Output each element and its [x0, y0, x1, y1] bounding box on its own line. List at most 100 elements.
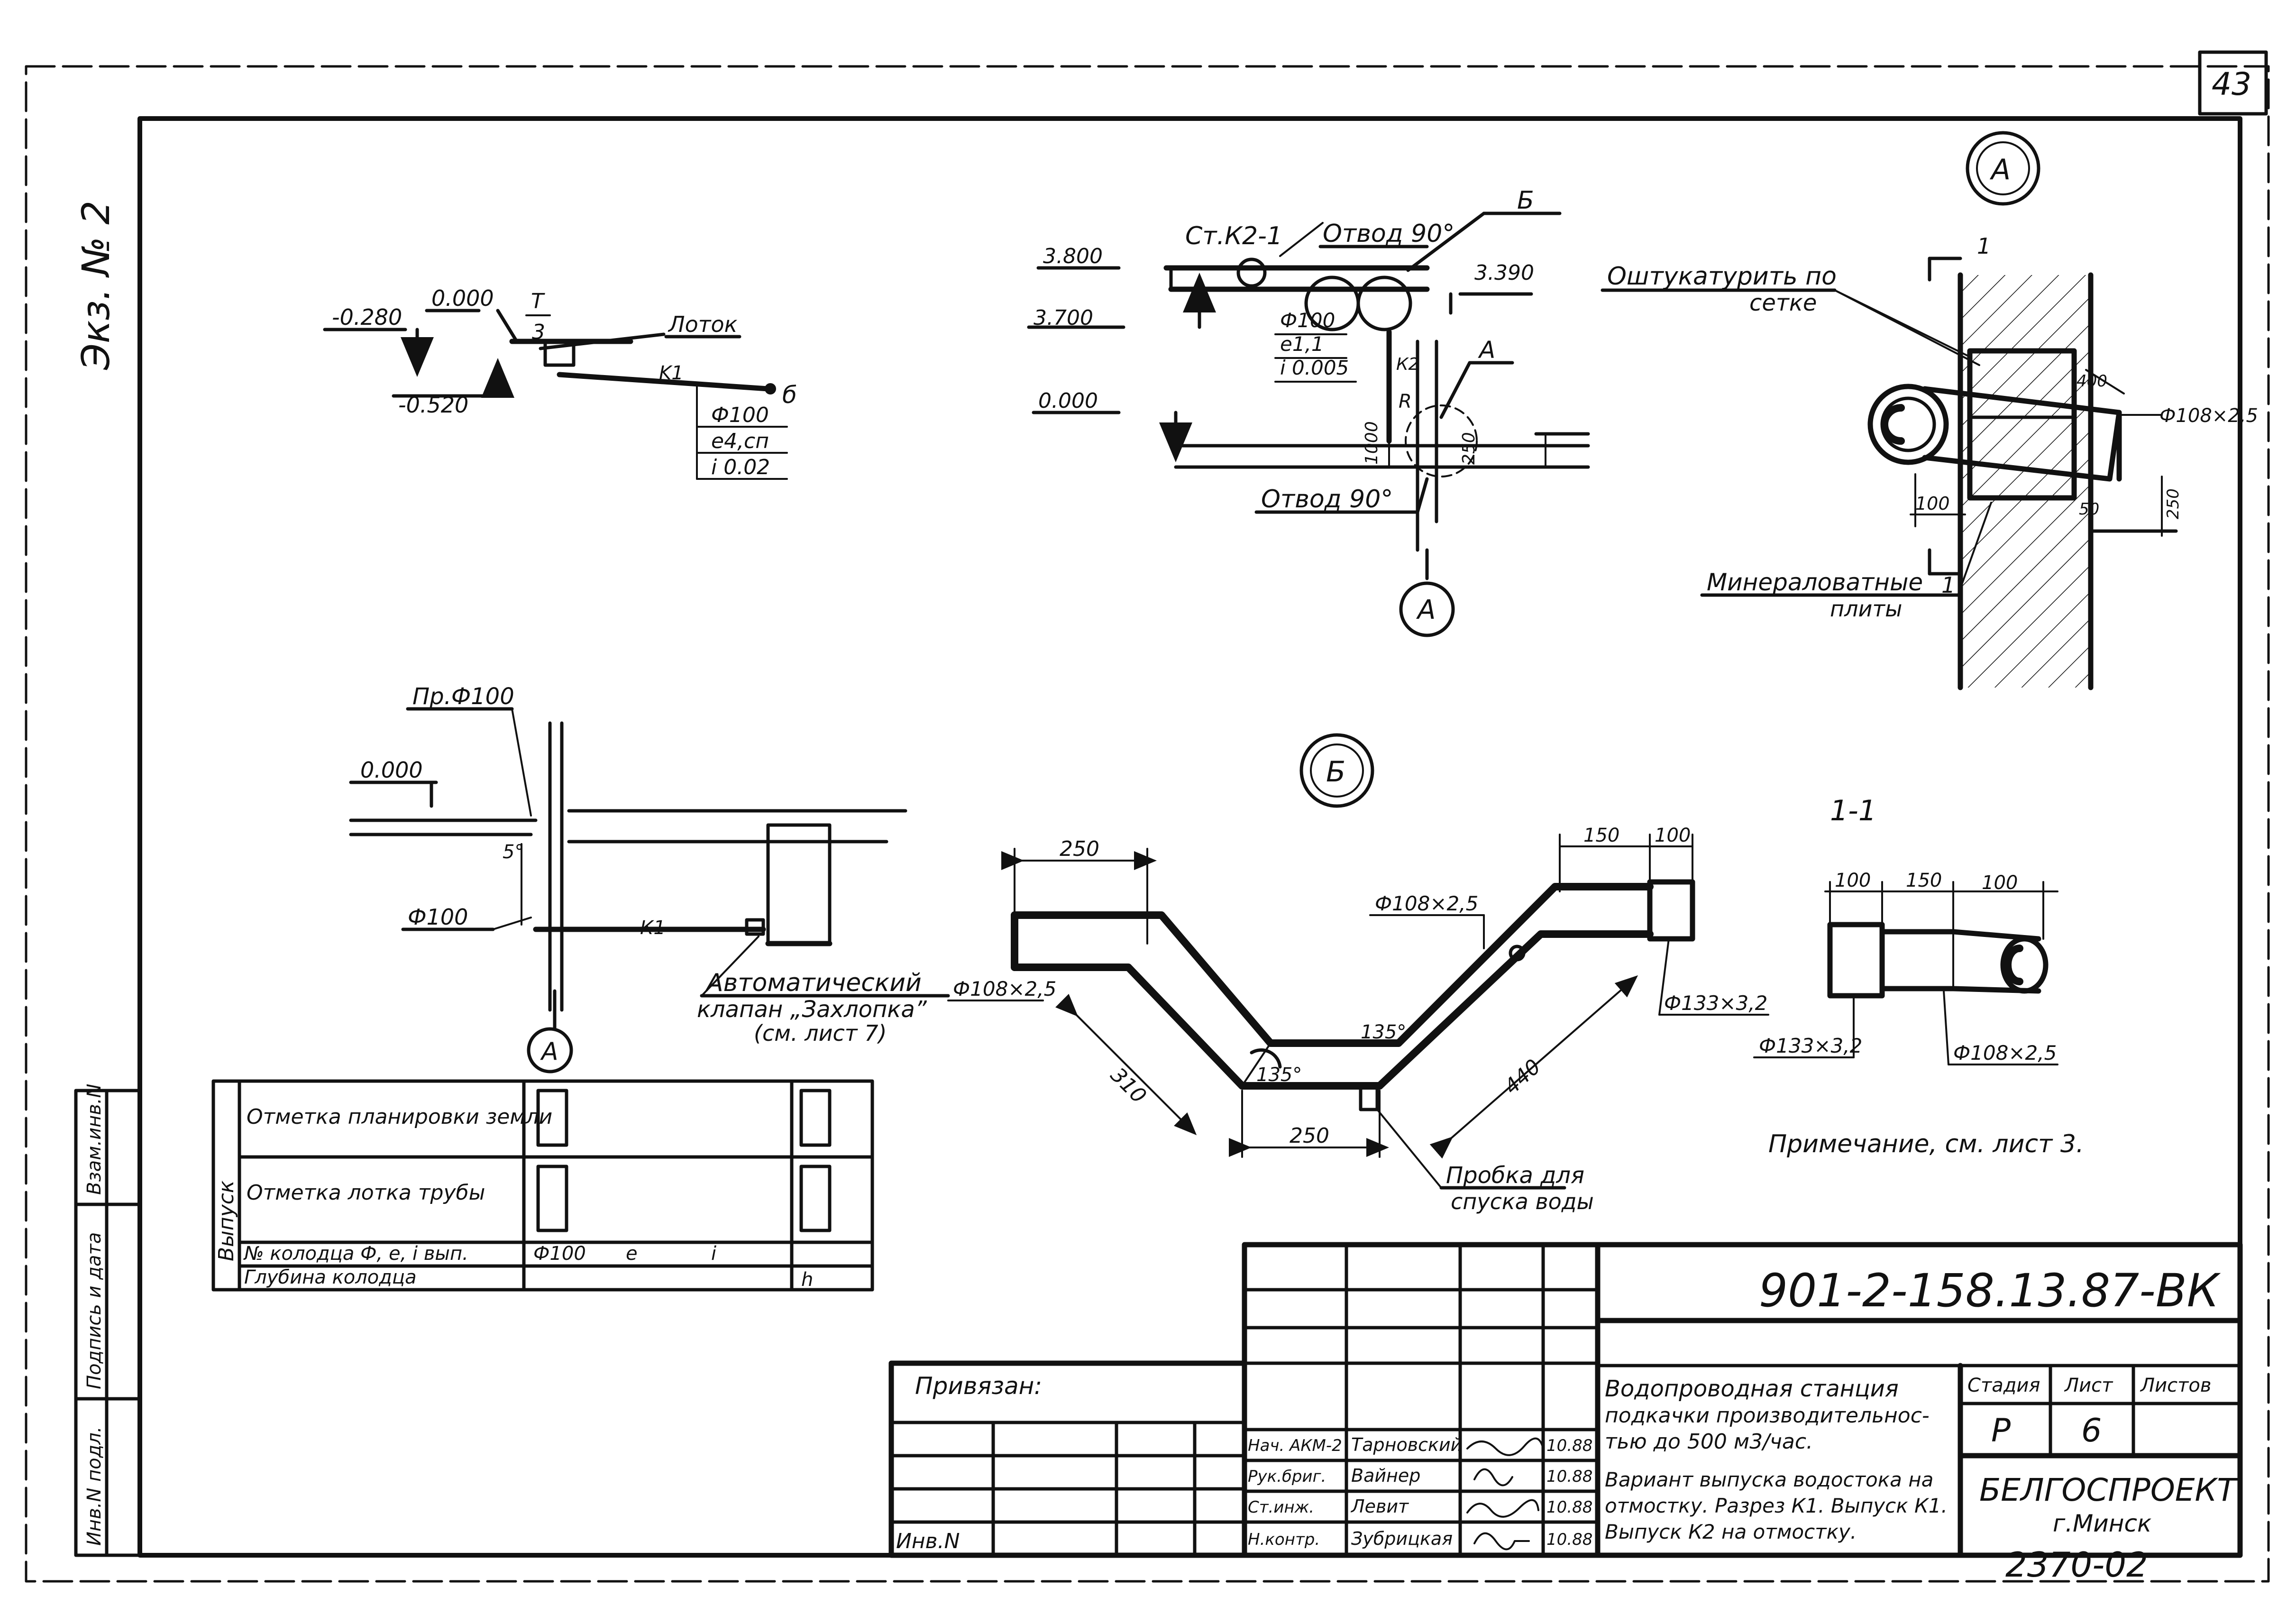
side-stamp: Взам.инв.N Подпись и дата Инв.N подл. [74, 1084, 142, 1557]
signer-role-3: Ст.инж. [1248, 1498, 1314, 1517]
spec-slope-k2: i 0.005 [1280, 356, 1349, 379]
circle-a-bottom: А [1416, 595, 1436, 625]
note-text: Примечание, см. лист 3. [1768, 1130, 2084, 1158]
view-k1: -0.280 0.000 T 3 Лоток -0.520 K1 б Ф100 … [323, 285, 797, 480]
sheet-desc-3: Выпуск К2 на отмостку. [1605, 1520, 1857, 1543]
signer-date-4: 10.88 [1546, 1530, 1592, 1549]
dim-250-a: 250 [2164, 488, 2183, 519]
sheet-header: Лист [2064, 1375, 2113, 1396]
callout-b: Б [1517, 186, 1534, 215]
slope-5deg: 5° [503, 841, 524, 863]
label-f100-outlet: Ф100 [408, 904, 468, 930]
side-label-inventory: Инв.N подл. [83, 1426, 105, 1546]
dim-400: 400 [2076, 372, 2107, 391]
r-label: R [1399, 391, 1412, 413]
fraction-top: T [531, 289, 545, 313]
detail-b-circle-label: Б [1326, 755, 1345, 789]
pipe-left-label: Ф108×2,5 [953, 977, 1056, 1000]
detail-b: Б 250 150 100 Ф108×2,5 Ф108×2,5 Ф133×3,2… [947, 733, 1769, 1214]
dim-250-bottom: 250 [1290, 1124, 1329, 1148]
level-minus-0280: -0.280 [332, 304, 402, 330]
angle-135-upper: 135° [1361, 1021, 1406, 1043]
pipe-code-k1: K1 [659, 362, 684, 384]
label-plaster: Оштукатурить по [1607, 262, 1837, 291]
stage-header: Стадия [1967, 1375, 2040, 1396]
end-mark: б [782, 381, 797, 409]
outer-frame: 43 Экз. № 2 2370-02 [25, 50, 2270, 1585]
copy-stamp: Экз. № 2 [74, 201, 118, 370]
k1-outlet: К1 [640, 917, 666, 939]
signer-role-4: Н.контр. [1248, 1530, 1320, 1549]
bound-label: Привязан: [915, 1372, 1042, 1400]
corner-sheet-number: 43 [2212, 66, 2251, 102]
elbow-top-label: Отвод 90° [1323, 220, 1454, 248]
sheet-desc-2: отмостку. Разрез К1. Выпуск К1. [1605, 1494, 1948, 1517]
level-minus-0520: -0.520 [398, 392, 468, 418]
cell-f100: Ф100 [533, 1243, 586, 1265]
dim-100-b: 100 [1655, 825, 1691, 846]
plug-label-2: спуска воды [1451, 1189, 1594, 1214]
sec-dim-100b: 100 [1982, 872, 2018, 894]
signer-date-3: 10.88 [1546, 1498, 1592, 1517]
valve-label-3: (см. лист 7) [754, 1020, 887, 1046]
copy-number: 2370-02 [2005, 1545, 2148, 1585]
sec-dim-100a: 100 [1835, 870, 1871, 891]
signer-name-3: Левит [1350, 1496, 1409, 1517]
row-well-depth: Глубина колодца [244, 1266, 417, 1288]
pipe-mid-label: Ф108×2,5 [1375, 892, 1478, 915]
spec-length: е4,сп [711, 429, 769, 453]
cell-h: h [801, 1269, 813, 1291]
side-label-replaced: Взам.инв.N [83, 1084, 105, 1195]
valve-label-2: клапан „Захлопка” [697, 996, 927, 1023]
section-1-1: 1-1 100 150 100 Ф133×3,2 Ф108×2,5 [1753, 794, 2058, 1065]
dim-250-k2: 250 [1459, 432, 1479, 465]
project-line-2: подкачки производительнос- [1605, 1404, 1930, 1428]
level-3800: 3.800 [1043, 244, 1103, 268]
circle-a-outlet: А [540, 1037, 558, 1066]
callout-a-top: А [1478, 336, 1495, 364]
cell-i: i [711, 1243, 716, 1265]
cell-e: е [626, 1243, 638, 1265]
view-k1-outlet: Пр.Ф100 0.000 5° Ф100 К1 А Автоматически… [349, 683, 950, 1073]
dim-100-a: 100 [1915, 493, 1950, 514]
level-0000-outlet: 0.000 [360, 757, 423, 783]
view-k2: 3.800 Ст.К2-1 Отвод 90° Б 3.700 3.390 Ф1… [1027, 186, 1590, 637]
signer-role-1: Нач. АКМ-2 [1248, 1436, 1342, 1455]
elbow-bottom-label: Отвод 90° [1261, 485, 1393, 514]
level-0000-k2: 0.000 [1038, 389, 1098, 413]
row-ground-level: Отметка планировки земли [247, 1105, 552, 1129]
label-mineral-2: плиты [1830, 596, 1903, 622]
side-label-signature: Подпись и дата [83, 1232, 105, 1389]
riser-st-k2-1: Ст.К2-1 [1185, 222, 1282, 250]
dim-50-a: 50 [2079, 500, 2099, 519]
detail-a-circle-label: А [1989, 153, 2011, 186]
signer-name-1: Тарновский [1351, 1434, 1462, 1455]
k2-label: К2 [1396, 355, 1419, 374]
plug-label-1: Пробка для [1446, 1162, 1584, 1189]
sheets-header: Листов [2140, 1375, 2211, 1396]
signer-role-2: Рук.бриг. [1248, 1467, 1326, 1486]
signer-name-2: Вайнер [1351, 1465, 1420, 1486]
valve-label-1: Автоматический [705, 969, 922, 997]
sheet-value: 6 [2081, 1412, 2102, 1450]
dim-1000: 1000 [1362, 421, 1381, 465]
signer-date-2: 10.88 [1546, 1467, 1592, 1486]
section-title: 1-1 [1830, 794, 1876, 827]
label-pr-f100: Пр.Ф100 [412, 683, 514, 710]
dim-150-b: 150 [1583, 825, 1619, 846]
sheet-desc-1: Вариант выпуска водостока на [1605, 1468, 1933, 1491]
detail-a: А 1 1 400 Ф108×2,5 100 50 250 Оштукатури… [1601, 131, 2258, 690]
project-line-1: Водопроводная станция [1605, 1376, 1899, 1402]
sec-dim-150: 150 [1906, 870, 1942, 891]
signer-date-1: 10.88 [1546, 1436, 1592, 1455]
profile-table: Выпуск Отметка планировки земли Отметка … [211, 1079, 874, 1292]
org-city: г.Минск [2053, 1510, 2151, 1537]
level-3390: 3.390 [1474, 261, 1534, 285]
sec-pipe-big: Ф133×3,2 [1759, 1034, 1862, 1057]
row-well-number: № колодца Ф, е, i вып. [243, 1243, 468, 1265]
label-mineral: Минераловатные [1707, 569, 1923, 596]
org-name: БЕЛГОСПРОЕКТ [1979, 1472, 2238, 1508]
inv-label: Инв.N [896, 1529, 960, 1553]
sec-pipe-small: Ф108×2,5 [1953, 1041, 2057, 1064]
